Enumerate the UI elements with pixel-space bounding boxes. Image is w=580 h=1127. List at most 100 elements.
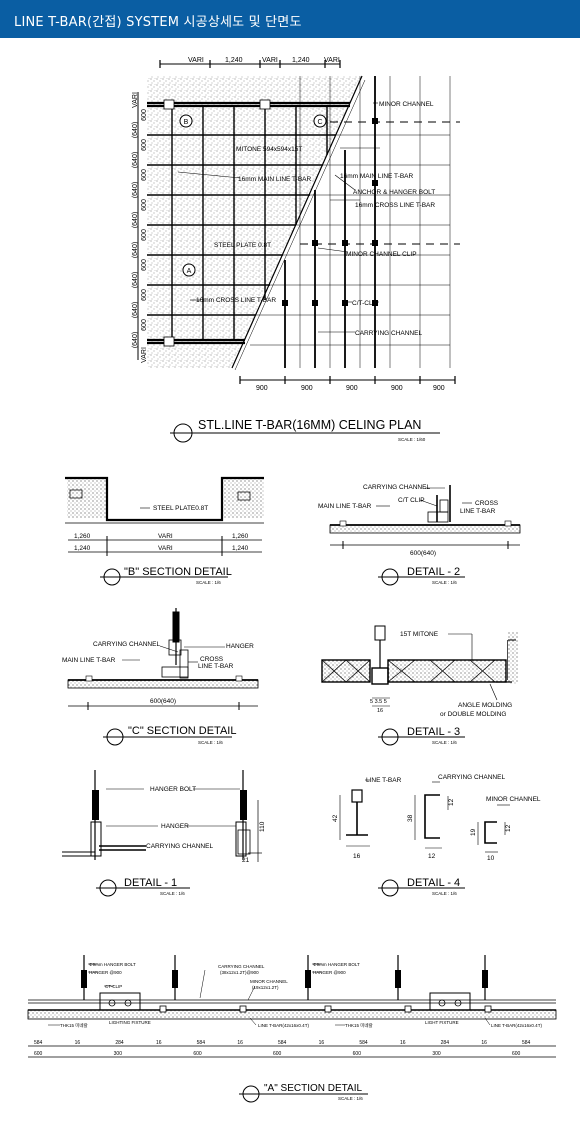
dim-text: 600 — [193, 1051, 202, 1057]
dim-text: 16 — [481, 1040, 487, 1046]
label-carrying: CARRYING CHANNEL — [355, 330, 422, 337]
dim-text: 600 — [273, 1051, 282, 1057]
a-carry1: CARRYING CHANNEL — [218, 964, 265, 969]
detail-2 — [329, 485, 521, 586]
dim-text: (640) — [132, 302, 139, 318]
detail-1-text: HANGER BOLT HANGER CARRYING CHANNEL 110 … — [124, 786, 266, 896]
plan-labels: MINOR CHANNEL MITONE 594x594x15T 16mm MA… — [196, 101, 435, 337]
d2-main: MAIN LINE T-BAR — [318, 503, 372, 510]
a-hanger2: HANGER @900 — [313, 970, 346, 975]
dim-text: (640) — [132, 152, 139, 168]
c-main: MAIN LINE T-BAR — [62, 657, 116, 664]
d1-dim110: 110 — [259, 821, 266, 832]
a-light1: LIGHTING FIXTURE — [109, 1020, 151, 1025]
label-mitone: MITONE 594x594x15T — [236, 146, 302, 153]
d4-38: 38 — [407, 814, 414, 822]
c-title: "C" SECTION DETAIL — [128, 725, 236, 737]
d4-minor: MINOR CHANNEL — [486, 796, 541, 803]
b-section — [65, 476, 264, 586]
dim-text: 600 — [141, 319, 148, 331]
label-clip: MINOR CHANNEL CLIP — [346, 251, 417, 258]
dim-text: 584 — [197, 1040, 206, 1046]
detail-4-text: LINE T-BAR CARRYING CHANNEL MINOR CHANNE… — [332, 774, 541, 896]
dim-text: (640) — [132, 242, 139, 258]
d3-angle2: or DOUBLE MOLDING — [440, 711, 506, 718]
d1-dim21: 21 — [242, 857, 250, 864]
a-carry2: (38x12x1.2T)@900 — [220, 970, 259, 975]
d1-title: DETAIL - 1 — [124, 877, 177, 889]
d3-angle1: ANGLE MOLDING — [458, 702, 512, 709]
dim-text: 600 — [34, 1051, 43, 1057]
header-banner: LINE T-BAR(간접) SYSTEM 시공상세도 및 단면도 — [0, 0, 580, 38]
detail-4 — [339, 779, 510, 897]
dim-text: 1,240 — [225, 57, 243, 64]
dim-text: 584 — [522, 1040, 531, 1046]
c-hanger: HANGER — [226, 643, 254, 650]
dim-text: 600 — [353, 1051, 362, 1057]
b-text: STEEL PLATE0.8T 1,260 VARI 1,260 1,240 V… — [74, 505, 249, 585]
d3-scale: SCALE : 1/6 — [432, 740, 457, 745]
b-scale: SCALE : 1/6 — [196, 580, 221, 585]
dim-text: VARI — [158, 533, 173, 540]
dim-text: 600 — [512, 1051, 521, 1057]
d4-10: 10 — [487, 855, 495, 862]
dim-text: VARI — [158, 545, 173, 552]
d4-carrying: CARRYING CHANNEL — [438, 774, 505, 781]
detail-1 — [62, 770, 262, 897]
a-thk2: THK15 미네랄 — [345, 1022, 373, 1029]
c-section — [67, 608, 259, 746]
a-light2: LIGHT FIXTURE — [425, 1020, 459, 1025]
detail-2-text: CARRYING CHANNEL C/T CLIP MAIN LINE T-BA… — [318, 484, 499, 585]
label-anchor: ANCHOR & HANGER BOLT — [353, 189, 435, 196]
d1-carrying: CARRYING CHANNEL — [146, 843, 213, 850]
detail-3 — [321, 625, 518, 746]
a-minor1: MINOR CHANNEL — [250, 979, 288, 984]
b-steel-label: STEEL PLATE0.8T — [153, 505, 208, 512]
dim-text: 16 — [319, 1040, 325, 1046]
d4-42: 42 — [332, 814, 339, 822]
a-tbar2: LINE T-BAR(42x16x0.4T) — [491, 1023, 542, 1028]
c-carrying: CARRYING CHANNEL — [93, 641, 160, 648]
d2-scale: SCALE : 1/6 — [432, 580, 457, 585]
c-text: CARRYING CHANNEL HANGER MAIN LINE T-BAR … — [62, 641, 254, 745]
dim-text: VARI — [188, 57, 204, 64]
d4-title: DETAIL - 4 — [407, 877, 460, 889]
d3-dim1: 5 3.5 5 — [370, 699, 387, 705]
c-cross1: CROSS — [200, 656, 224, 663]
dim-text: 284 — [441, 1040, 450, 1046]
dim-text: 900 — [301, 385, 313, 392]
dim-text: (640) — [132, 122, 139, 138]
label-steel-plate: STEEL PLATE 0.8T — [214, 242, 271, 249]
d4-16: 16 — [353, 853, 361, 860]
d1-bolt: HANGER BOLT — [150, 786, 196, 793]
dim-text: 600 — [141, 289, 148, 301]
dim-text: VARI — [132, 92, 139, 108]
plan-left-dims: VARI600(640)600(640)600(640)600(640)600(… — [132, 92, 148, 363]
d2-ctclip: C/T CLIP — [398, 497, 425, 504]
d4-tbar: LINE T-BAR — [366, 777, 402, 784]
marker-a: A — [187, 268, 192, 275]
a-bolt1: Φ9mm HANGER BOLT — [89, 962, 136, 967]
dim-text: 584 — [34, 1040, 43, 1046]
a-text: Φ9mm HANGER BOLT HANGER @900 CT-CLIP CAR… — [60, 962, 542, 1029]
dim-text: (640) — [132, 272, 139, 288]
a-minor2: (19x12x1.2T) — [252, 985, 279, 990]
dim-text: 600 — [141, 109, 148, 121]
d3-mitone: 15T MITONE — [400, 631, 439, 638]
dim-text: 600 — [141, 229, 148, 241]
dim-text: VARI — [324, 57, 340, 64]
dim-text: 16 — [400, 1040, 406, 1046]
dim-text: 1,260 — [74, 533, 91, 540]
dim-text: 584 — [359, 1040, 368, 1046]
dim-text: VARI — [262, 57, 278, 64]
dim-text: VARI — [141, 347, 148, 363]
d4-scale: SCALE : 1/6 — [432, 891, 457, 896]
dim-text: 900 — [346, 385, 358, 392]
plan-title-block: STL.LINE T-BAR(16MM) CELING PLAN SCALE :… — [170, 418, 440, 443]
dim-text: 600 — [141, 169, 148, 181]
d4-12c: 12 — [505, 824, 512, 832]
plan-bottom-dims: 900 900 900 900 900 — [256, 385, 445, 392]
c-cross2: LINE T-BAR — [198, 663, 234, 670]
plan-scale: SCALE : 1/60 — [398, 437, 426, 442]
